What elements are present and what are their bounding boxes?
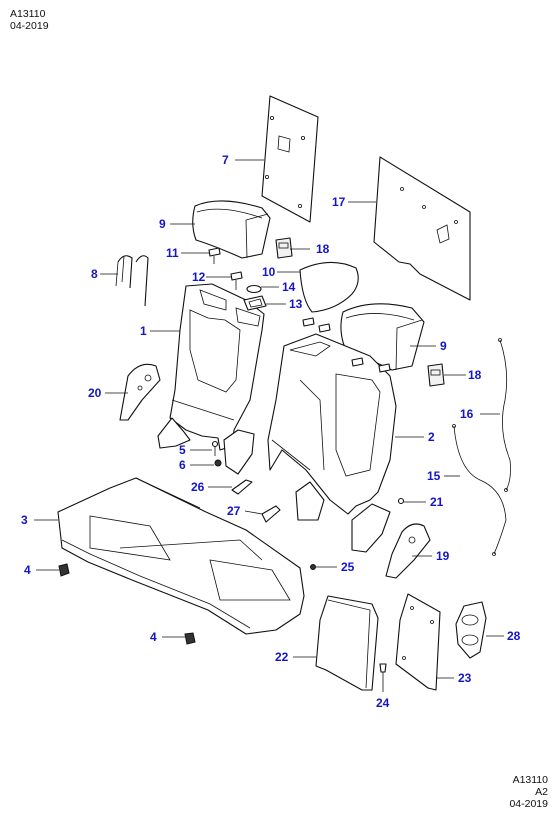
callout-8: 8 — [91, 267, 98, 281]
part-23-panel — [395, 593, 441, 691]
part-27-bracket — [261, 505, 281, 523]
footer-code: A13110 — [512, 774, 548, 786]
callout-2: 2 — [428, 430, 435, 444]
callout-5: 5 — [179, 443, 186, 457]
part-13-bezel — [243, 295, 267, 311]
callout-24: 24 — [376, 696, 390, 710]
footer-rev: A2 — [535, 786, 548, 798]
callout-16: 16 — [460, 407, 474, 421]
part-21-screw — [397, 497, 405, 505]
callout-25: 25 — [341, 560, 355, 574]
part-15-cable — [452, 424, 507, 556]
callout-4b: 4 — [150, 630, 157, 644]
part-11-guide — [208, 247, 221, 264]
part-6-bolt — [214, 459, 222, 467]
part-26-bracket — [231, 479, 253, 495]
callout-6: 6 — [179, 458, 186, 472]
callout-9b: 9 — [440, 339, 447, 353]
callout-27: 27 — [227, 504, 241, 518]
diagram-code: A13110 — [10, 8, 46, 20]
part-22-armrest — [315, 595, 379, 691]
callout-12: 12 — [192, 270, 206, 284]
callout-labels: 7 17 9 11 12 8 14 13 10 18 1 9 20 18 16 … — [21, 153, 521, 710]
callout-9a: 9 — [159, 217, 166, 231]
callout-26: 26 — [191, 480, 205, 494]
footer-meta: A13110 A2 04-2019 — [509, 774, 548, 810]
callout-4a: 4 — [24, 563, 31, 577]
part-8-guide-wire — [115, 255, 149, 307]
callout-1: 1 — [140, 324, 147, 338]
part-14-cover — [246, 284, 262, 294]
part-12-guides-right — [302, 317, 391, 373]
callout-15: 15 — [427, 469, 441, 483]
part-16-cable — [498, 338, 511, 492]
leader-lines — [34, 159, 504, 692]
callout-11: 11 — [166, 246, 179, 260]
callout-19: 19 — [436, 549, 450, 563]
callout-7: 7 — [222, 153, 229, 167]
part-10-pad — [299, 261, 359, 313]
part-5-screw — [211, 440, 219, 456]
part-9-headrest-left — [192, 200, 271, 259]
part-1-seat-back-left — [157, 283, 265, 475]
callout-23: 23 — [458, 671, 472, 685]
callout-18a: 18 — [316, 242, 330, 256]
callout-10: 10 — [262, 265, 276, 279]
callout-17: 17 — [332, 195, 346, 209]
callout-28: 28 — [507, 629, 521, 643]
part-2-seat-back-right — [267, 333, 397, 553]
footer-date: 04-2019 — [509, 798, 548, 810]
part-28-cup-holder — [455, 601, 487, 659]
part-20-hinge-cover — [119, 363, 161, 421]
part-7-back-panel — [261, 95, 319, 223]
callout-18b: 18 — [468, 368, 482, 382]
part-4-clip-lower — [184, 632, 196, 645]
callout-22: 22 — [275, 650, 289, 664]
callout-21: 21 — [430, 495, 444, 509]
part-19-hinge-cover — [385, 523, 431, 579]
part-24-screw — [379, 663, 387, 673]
part-18-latch-upper — [275, 237, 293, 259]
callout-20: 20 — [88, 386, 102, 400]
part-12-guide — [230, 271, 243, 290]
callout-14: 14 — [282, 280, 296, 294]
callout-3: 3 — [21, 513, 28, 527]
diagram-date: 04-2019 — [10, 20, 49, 32]
part-3-seat-cushion — [57, 477, 305, 635]
part-18-latch-lower — [427, 363, 445, 387]
header-meta: A13110 04-2019 — [10, 8, 49, 32]
callout-13: 13 — [289, 297, 303, 311]
part-17-large-panel — [373, 156, 471, 301]
part-4-clip-upper — [58, 563, 70, 577]
part-25-screw — [310, 564, 316, 570]
